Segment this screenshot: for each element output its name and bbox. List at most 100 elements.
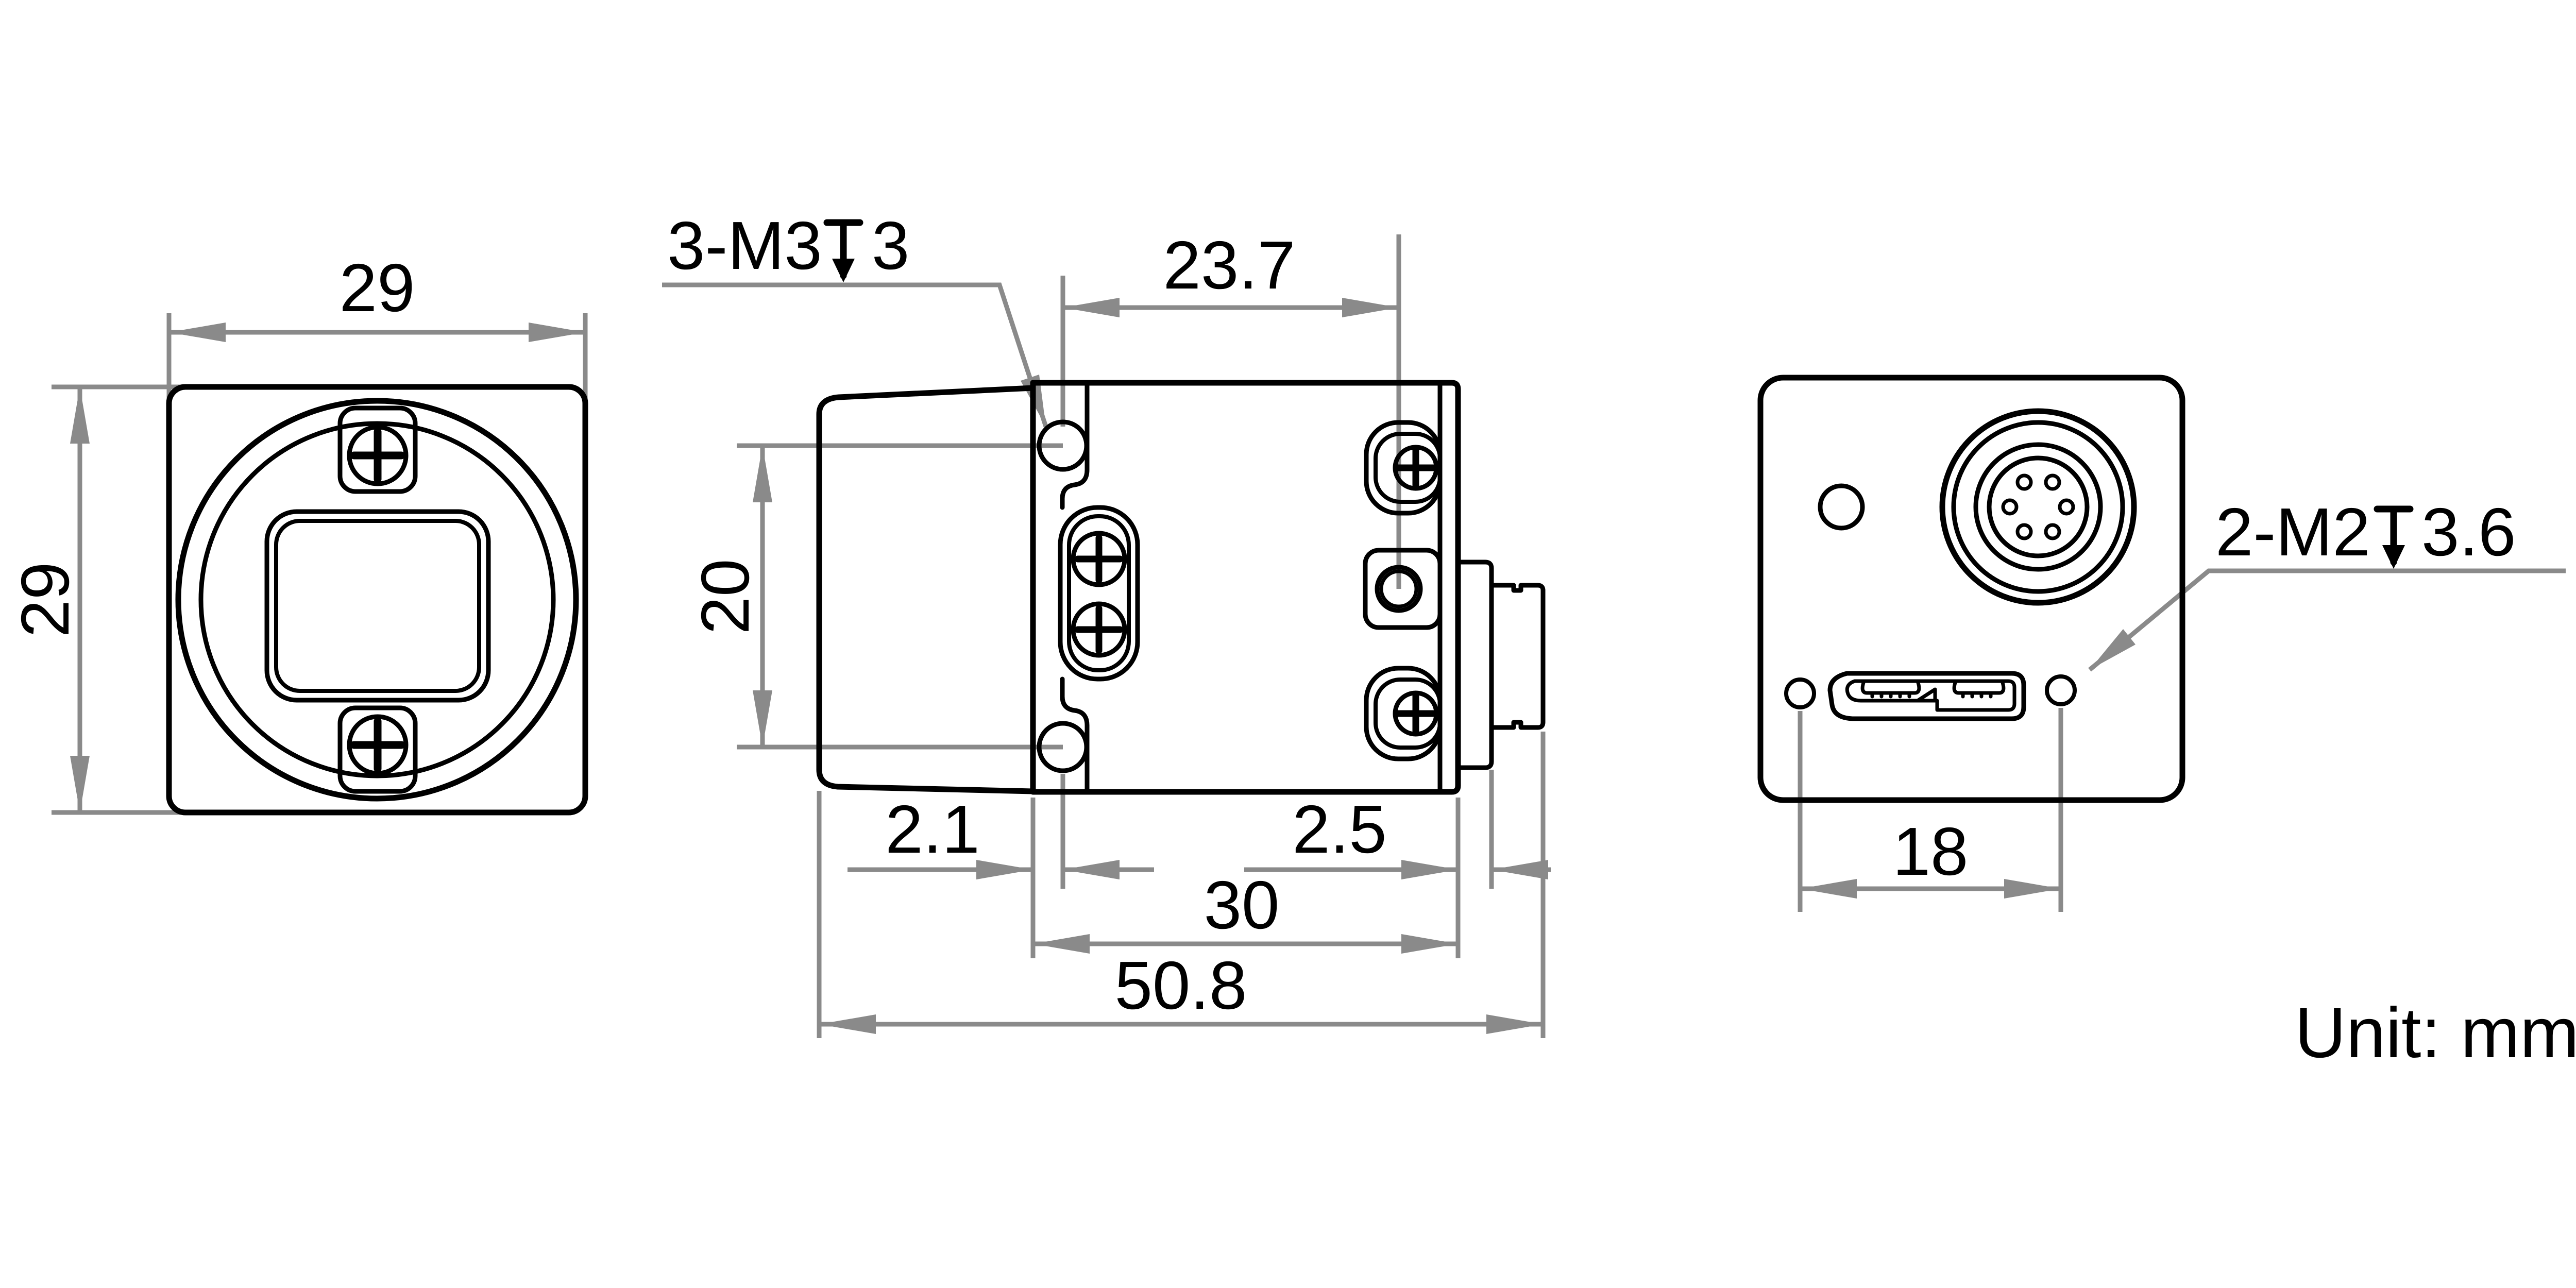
dim-text-rear-hole-offset: 2.5 <box>1292 791 1387 867</box>
arrowhead-down-icon <box>753 690 772 747</box>
leader-line <box>662 282 1048 428</box>
leader-line <box>2088 568 2566 672</box>
arrowhead-left-icon <box>169 323 226 342</box>
thread-callout-depth: 3.6 <box>2421 494 2516 570</box>
screw-boss-inner <box>1374 432 1442 504</box>
port-outer-shell <box>1827 671 2026 721</box>
dim-side-rear-hole-offset <box>1244 860 1551 879</box>
arrowhead-right-icon <box>2004 879 2061 899</box>
connector-body <box>1489 583 1546 730</box>
port-inner-shell <box>1845 679 2016 712</box>
phillips-cross-icon <box>1074 605 1124 654</box>
screw-pad-inner <box>1067 514 1131 672</box>
side-rear-bottom-screw-icon <box>1364 666 1443 761</box>
connector-ring-2 <box>1951 420 2125 594</box>
sensor-window-inner <box>274 519 481 693</box>
side-view: 3-M3 3 23.7 20 2.1 2.5 30 50.8 <box>667 208 1546 1023</box>
arrowhead-left-icon <box>1063 860 1120 879</box>
sensor-window-outer <box>264 509 491 703</box>
arrowhead-right-icon <box>1342 298 1399 317</box>
depth-symbol-icon <box>2374 505 2414 569</box>
side-thread-callout: 3-M3 3 <box>667 208 909 283</box>
camera-body-front <box>166 384 588 816</box>
screw-head <box>347 714 409 776</box>
dim-text-back-hole-spacing: 18 <box>1893 814 1969 889</box>
connector-ring-3 <box>1973 442 2103 572</box>
dim-text-body-length: 30 <box>1204 867 1280 943</box>
extension-lines <box>1060 234 1401 589</box>
connector-ring-1 <box>1939 408 2137 606</box>
thread-callout-size: 2-M2 <box>2215 494 2370 570</box>
mount-hole-rear <box>1375 565 1423 613</box>
side-rear-top-screw-icon <box>1364 420 1443 516</box>
front-bottom-screw-icon <box>337 705 418 794</box>
arrowhead-up-icon <box>70 387 90 444</box>
arrowhead-left-icon <box>1800 879 1857 899</box>
dimension-layer <box>52 234 2566 1038</box>
circular-io-connector <box>1939 408 2137 606</box>
extension-lines <box>737 443 1063 750</box>
lens-mount-outer-ring <box>175 398 579 802</box>
phillips-cross-icon <box>1395 447 1437 489</box>
dim-back-hole-spacing <box>1798 708 2063 912</box>
mount-hole-rear-thread <box>1379 569 1418 608</box>
unit-note: Unit: mm <box>2295 993 2576 1073</box>
leader-arrowhead-icon <box>2090 629 2136 670</box>
extension-lines <box>817 732 1546 1038</box>
mount-hole-front-bottom <box>1037 721 1089 773</box>
usb3-micro-b-port <box>1827 671 2026 721</box>
arrowhead-right-icon <box>1401 934 1458 954</box>
arrowhead-down-icon <box>70 756 90 812</box>
screw-head <box>1071 601 1127 658</box>
front-flange-web-bottom <box>1060 676 1090 794</box>
dim-text-vertical-hole-spacing: 20 <box>687 559 763 635</box>
m2-hole-right <box>2045 674 2077 706</box>
arrowhead-up-icon <box>753 446 772 502</box>
arrowhead-left-icon <box>819 1014 876 1034</box>
leader-side-thread-callout <box>662 282 1048 428</box>
arrowhead-left-icon <box>1492 860 1548 879</box>
front-flange-web-top <box>1060 380 1090 510</box>
thread-callout-depth: 3 <box>872 208 909 283</box>
dim-side-hole-spacing-top <box>1060 234 1401 589</box>
dim-text-overall-length: 50.8 <box>1115 947 1247 1023</box>
dim-side-bottom-extensions <box>817 732 1546 1038</box>
led-indicator-hole <box>1818 483 1865 531</box>
dim-side-hole-spacing-vertical <box>737 443 1063 750</box>
connector-pins <box>2001 473 2075 540</box>
screw-head <box>1071 531 1127 587</box>
phillips-cross-icon <box>1074 534 1124 584</box>
lens-barrel <box>816 385 1036 794</box>
notch-outline <box>1363 548 1443 630</box>
pin-teeth <box>1870 691 1993 699</box>
arrowhead-left-icon <box>1033 934 1090 954</box>
depth-symbol-icon <box>823 219 863 282</box>
leader-back-thread-callout <box>2088 568 2566 672</box>
side-screw-pad <box>1058 505 1140 682</box>
back-thread-callout: 2-M2 3.6 <box>2215 494 2516 570</box>
phillips-cross-icon <box>350 428 405 483</box>
dim-text-top-hole-spacing: 23.7 <box>1163 227 1296 303</box>
dim-side-body-length <box>1033 934 1458 954</box>
connector-ring-4 <box>1987 455 2090 558</box>
screw-tab <box>337 405 418 494</box>
side-rear-hole-notch <box>1363 548 1443 630</box>
lens-mount-inner-ring <box>198 421 556 778</box>
front-top-screw-icon <box>337 405 418 494</box>
mount-hole-front-top <box>1037 419 1089 472</box>
arrowhead-right-icon <box>1486 1014 1543 1034</box>
dim-text-front-width: 29 <box>340 250 415 326</box>
extension-lines <box>1798 708 2063 912</box>
arrowhead-right-icon <box>529 323 585 342</box>
dim-text-front-height: 29 <box>7 562 83 638</box>
phillips-cross-icon <box>1395 692 1437 735</box>
thread-callout-size: 3-M3 <box>667 208 822 283</box>
connector-flange <box>1455 560 1494 770</box>
screw-tab <box>337 705 418 794</box>
dim-side-front-hole-offset <box>848 860 1154 879</box>
arrowhead-right-icon <box>1401 860 1458 879</box>
arrowhead-right-icon <box>976 860 1033 879</box>
back-view: 18 2-M2 3.6 <box>1757 375 2516 889</box>
dim-side-overall-length <box>819 1014 1543 1034</box>
